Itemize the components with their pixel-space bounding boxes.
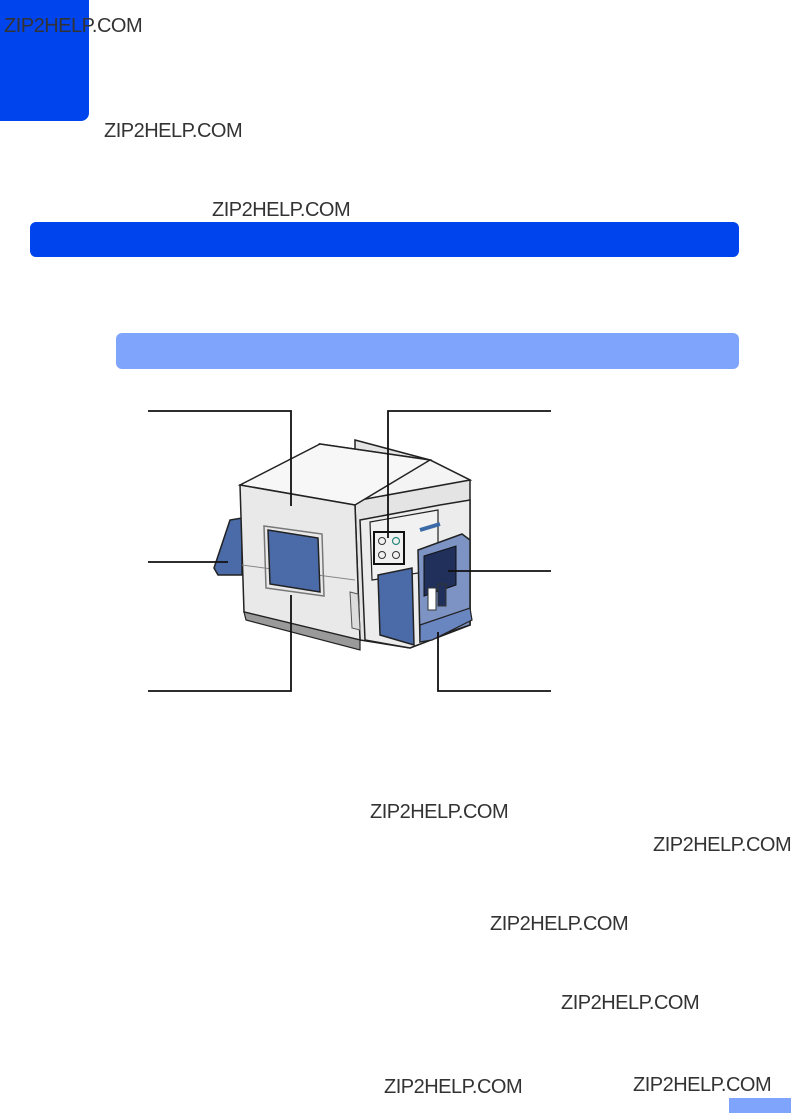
watermark-text: ZIP2HELP.COM <box>633 1074 772 1096</box>
watermark-text: ZIP2HELP.COM <box>490 913 629 935</box>
printer-body <box>237 439 473 651</box>
watermark-text: ZIP2HELP.COM <box>561 992 700 1014</box>
watermark-text: ZIP2HELP.COM <box>104 120 243 142</box>
page-number-tab <box>729 1098 791 1113</box>
watermark-text: ZIP2HELP.COM <box>212 199 351 221</box>
chapter-tab <box>0 0 89 121</box>
watermark-text: ZIP2HELP.COM <box>653 834 791 856</box>
section-header-bar <box>30 222 739 257</box>
callout-cartridge-cover <box>437 632 551 692</box>
callout-lines <box>148 410 551 692</box>
callout-top-cover <box>148 410 292 506</box>
subsection-header-bar <box>116 333 739 369</box>
paper-support <box>213 517 243 576</box>
callout-control-panel <box>387 410 551 538</box>
watermark-text: ZIP2HELP.COM <box>384 1076 523 1098</box>
watermark-text: ZIP2HELP.COM <box>370 801 509 823</box>
watermark-text: ZIP2HELP.COM <box>4 15 143 37</box>
callout-front-window <box>148 595 292 692</box>
